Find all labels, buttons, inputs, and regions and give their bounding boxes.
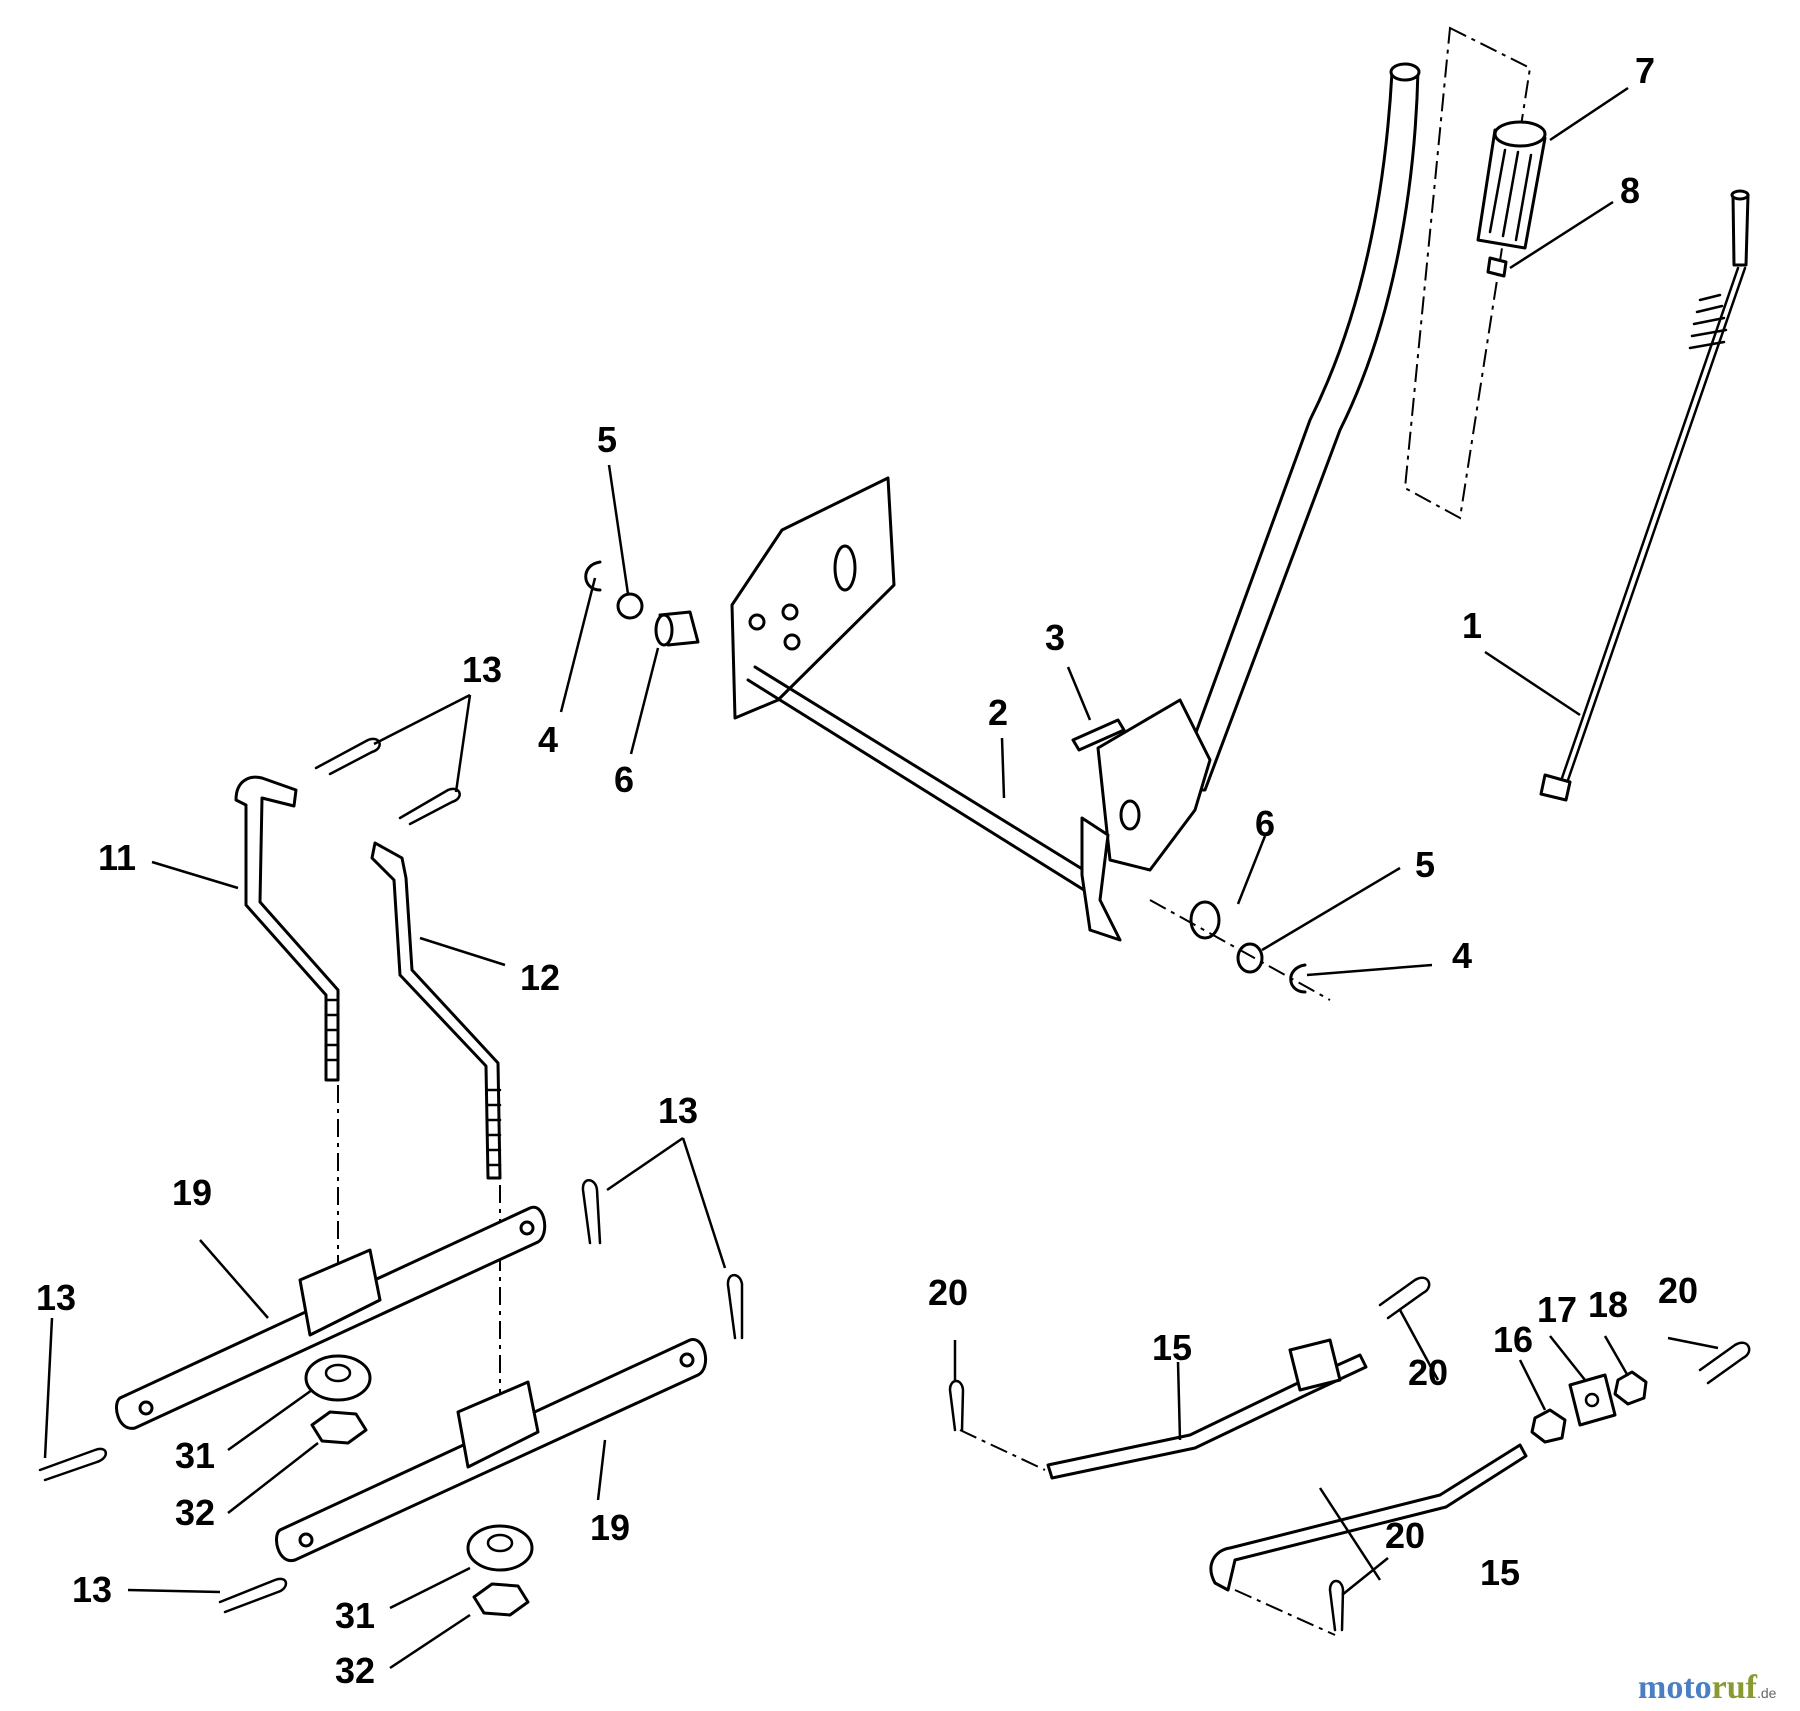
nut-32-upper <box>310 1410 368 1445</box>
callout-31-upper: 31 <box>175 1435 215 1476</box>
callout-20-left: 20 <box>928 1272 968 1313</box>
callout-20-mid: 20 <box>1408 1352 1448 1393</box>
grip-nut <box>1486 256 1508 278</box>
callout-4-left: 4 <box>538 719 558 760</box>
callout-2: 2 <box>988 692 1008 733</box>
lift-arm-upper <box>115 1205 547 1430</box>
hair-pin-13-f <box>218 1577 288 1614</box>
hair-pin-13-c <box>581 1179 602 1245</box>
washer-left <box>616 592 644 620</box>
watermark-logo: motoruf.de <box>1638 1669 1777 1706</box>
callout-18: 18 <box>1588 1284 1628 1325</box>
spacer-31-upper <box>304 1354 372 1402</box>
hair-pin-13-a <box>314 737 381 776</box>
adjustment-rod <box>1539 189 1750 802</box>
lift-link-left <box>234 775 340 1082</box>
callout-5-right: 5 <box>1415 844 1435 885</box>
pin-20-d-dashline <box>1234 1589 1336 1636</box>
hair-pin-13-e <box>38 1447 107 1482</box>
callout-1: 1 <box>1462 605 1482 646</box>
callout-19-upper: 19 <box>172 1172 212 1213</box>
jam-nut-16 <box>1530 1408 1567 1444</box>
cross-shaft <box>746 665 1122 942</box>
retaining-clip-left <box>584 560 602 592</box>
callout-4-right: 4 <box>1452 935 1472 976</box>
adjust-rod-lower <box>1209 1443 1528 1592</box>
lock-nut-18 <box>1613 1370 1648 1406</box>
trunnion <box>1568 1373 1617 1427</box>
handle-phantom-outline <box>1403 26 1532 520</box>
watermark-part1: moto <box>1638 1669 1712 1706</box>
hair-pin-13-b <box>398 787 461 826</box>
lift-handle <box>1096 62 1421 872</box>
spring-pin <box>1071 718 1126 752</box>
handle-grip <box>1476 120 1547 250</box>
callout-15-upper: 15 <box>1152 1327 1192 1368</box>
leader-lines <box>43 86 1719 1670</box>
callout-6-left: 6 <box>614 759 634 800</box>
callout-13-bottom: 13 <box>72 1569 112 1610</box>
spacer-31-lower-hole <box>486 1533 514 1553</box>
bushing-left-flange <box>654 613 674 647</box>
callout-7: 7 <box>1635 50 1655 91</box>
callout-16: 16 <box>1493 1319 1533 1360</box>
callout-8: 8 <box>1620 170 1640 211</box>
callout-17: 17 <box>1537 1289 1577 1330</box>
watermark-suffix: .de <box>1757 1685 1777 1701</box>
callout-11: 11 <box>98 837 136 878</box>
nut-32-lower <box>472 1582 530 1617</box>
lift-link-right <box>370 841 502 1180</box>
callout-20-right: 20 <box>1658 1270 1698 1311</box>
callout-20-bottom: 20 <box>1385 1515 1425 1556</box>
callout-3: 3 <box>1045 617 1065 658</box>
callout-6-right: 6 <box>1255 803 1275 844</box>
callout-12: 12 <box>520 957 560 998</box>
callout-13-left: 13 <box>36 1277 76 1318</box>
right-axis-dashline <box>1149 899 1331 1001</box>
lift-arm-lower <box>275 1338 707 1562</box>
hair-pin-13-d <box>726 1273 744 1340</box>
callout-5-left: 5 <box>597 419 617 460</box>
washer-right <box>1236 942 1264 974</box>
hair-pin-20-d <box>1328 1579 1345 1632</box>
spacer-31-upper-hole <box>324 1363 352 1383</box>
callout-13-mid: 13 <box>658 1090 698 1131</box>
pin-20-a-dashline <box>959 1429 1046 1471</box>
callout-31-lower: 31 <box>335 1595 375 1636</box>
watermark-part2: ruf <box>1712 1669 1758 1706</box>
callout-19-lower: 19 <box>590 1507 630 1548</box>
spacer-31-lower <box>466 1524 534 1572</box>
mounting-plate <box>730 476 896 720</box>
hair-pin-20-c <box>1698 1341 1751 1385</box>
hair-pin-20-b <box>1378 1276 1431 1320</box>
callout-13-top: 13 <box>462 649 502 690</box>
bushing-right <box>1189 900 1221 940</box>
callout-32-lower: 32 <box>335 1650 375 1691</box>
adjust-rod-upper <box>1046 1338 1368 1480</box>
hair-pin-20-a <box>948 1379 965 1432</box>
svg-text:motoruf.de: motoruf.de <box>1638 1669 1777 1706</box>
callout-15-lower: 15 <box>1480 1552 1520 1593</box>
callout-32-upper: 32 <box>175 1492 215 1533</box>
